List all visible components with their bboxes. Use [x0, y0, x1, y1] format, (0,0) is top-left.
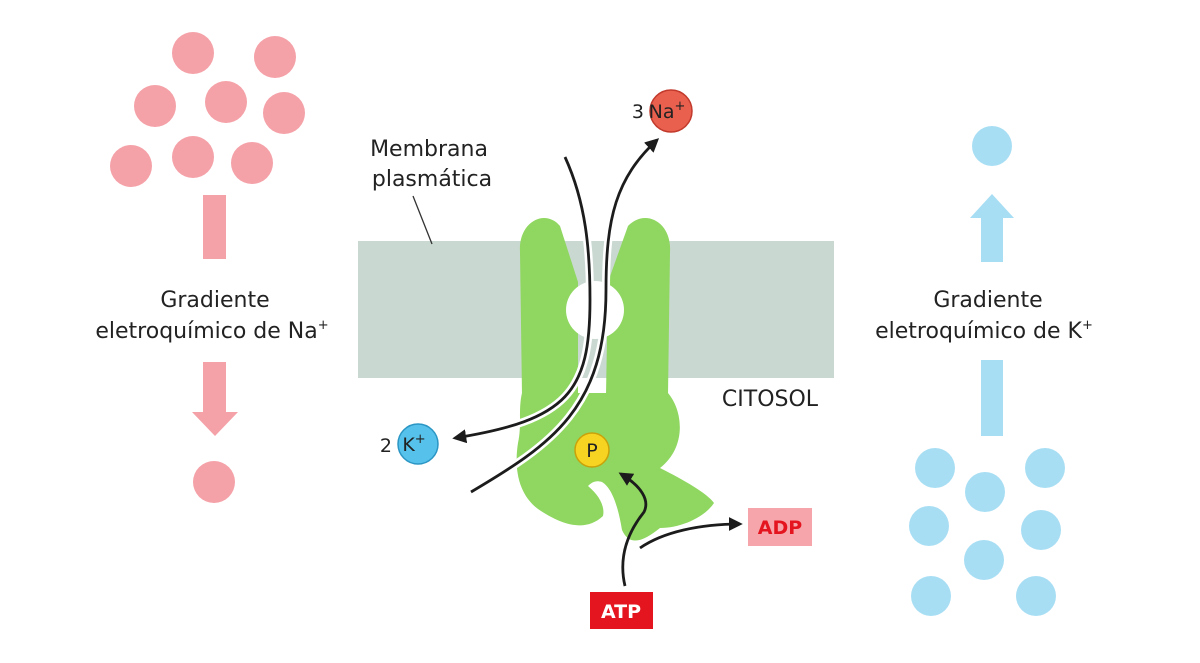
k-ion-text: K — [402, 434, 415, 456]
k-dot — [911, 576, 951, 616]
transport-paths — [451, 136, 743, 587]
na-ion-count: 3 — [632, 101, 644, 123]
phosphate-group: P — [574, 432, 610, 468]
adp-label: ADP — [758, 517, 802, 539]
k-ion-group: 2 K+ — [380, 423, 439, 465]
na-dot — [254, 36, 296, 78]
na-dot-inside — [193, 461, 235, 503]
pump-binding-cavity — [566, 281, 624, 339]
cytosol-label: CITOSOL — [722, 387, 819, 412]
atp-badge: ATP — [590, 592, 653, 629]
k-transport-arrow — [452, 156, 592, 444]
k-gradient-up-arrow — [970, 194, 1014, 262]
na-ion-text: Na — [649, 101, 675, 123]
pump-left-arm — [519, 218, 578, 395]
na-gradient-label-line1: Gradiente — [160, 288, 269, 313]
membrane-label: Membrana plasmática — [370, 137, 492, 245]
atp-box — [590, 592, 653, 629]
adp-badge: ADP — [748, 508, 812, 546]
na-ion-charge: + — [674, 99, 685, 114]
atp-to-phosphate-arrow — [618, 472, 648, 587]
k-dot — [964, 540, 1004, 580]
na-gradient-bar — [203, 195, 226, 259]
atp-to-adp-arrow — [639, 517, 743, 550]
k-dot — [1016, 576, 1056, 616]
k-ion-charge: + — [415, 432, 426, 447]
k-dots-inside — [909, 448, 1065, 616]
atp-label: ATP — [601, 601, 641, 623]
na-dot — [110, 145, 152, 187]
pump-right-arm — [606, 218, 671, 395]
na-dot — [172, 136, 214, 178]
na-gradient-label-text: eletroquímico de Na — [95, 319, 317, 344]
k-gradient-panel: Gradiente eletroquímico de K+ — [875, 126, 1093, 616]
na-gradient-down-arrow — [192, 362, 238, 436]
k-dot — [965, 472, 1005, 512]
k-gradient-label-line2: eletroquímico de K+ — [875, 318, 1093, 344]
na-dots-outside — [110, 32, 305, 187]
k-dot — [1021, 510, 1061, 550]
pump-protein — [516, 218, 714, 541]
k-gradient-label-line1: Gradiente — [933, 288, 1042, 313]
na-dot — [263, 92, 305, 134]
membrane-label-line1: Membrana — [370, 137, 488, 162]
k-dot — [915, 448, 955, 488]
na-dot — [172, 32, 214, 74]
na-dot — [231, 142, 273, 184]
adp-box — [748, 508, 812, 546]
k-ion-symbol: K+ — [402, 432, 425, 456]
na-dot — [205, 81, 247, 123]
phosphate-label: P — [586, 440, 597, 462]
pump-cytosolic-domain — [516, 393, 714, 541]
k-ion — [397, 423, 439, 465]
k-gradient-bar — [981, 360, 1003, 436]
k-gradient-label-sup: + — [1082, 318, 1093, 333]
na-gradient-label-sup: + — [318, 318, 329, 333]
na-gradient-label-line2: eletroquímico de Na+ — [95, 318, 328, 344]
k-dot-inside-top — [972, 126, 1012, 166]
na-ion-symbol: Na+ — [649, 99, 686, 123]
membrane-label-line2: plasmática — [372, 167, 492, 192]
na-dot — [134, 85, 176, 127]
na-ion-group: 3 Na+ — [632, 89, 693, 133]
k-dot — [909, 506, 949, 546]
na-ion — [649, 89, 693, 133]
phosphate — [574, 432, 610, 468]
k-gradient-label-text: eletroquímico de K — [875, 319, 1082, 344]
na-transport-arrow — [470, 138, 660, 494]
k-ion-count: 2 — [380, 435, 392, 457]
membrane-leader-line — [412, 195, 433, 245]
k-dot — [1025, 448, 1065, 488]
na-gradient-panel: Gradiente eletroquímico de Na+ — [95, 32, 329, 503]
